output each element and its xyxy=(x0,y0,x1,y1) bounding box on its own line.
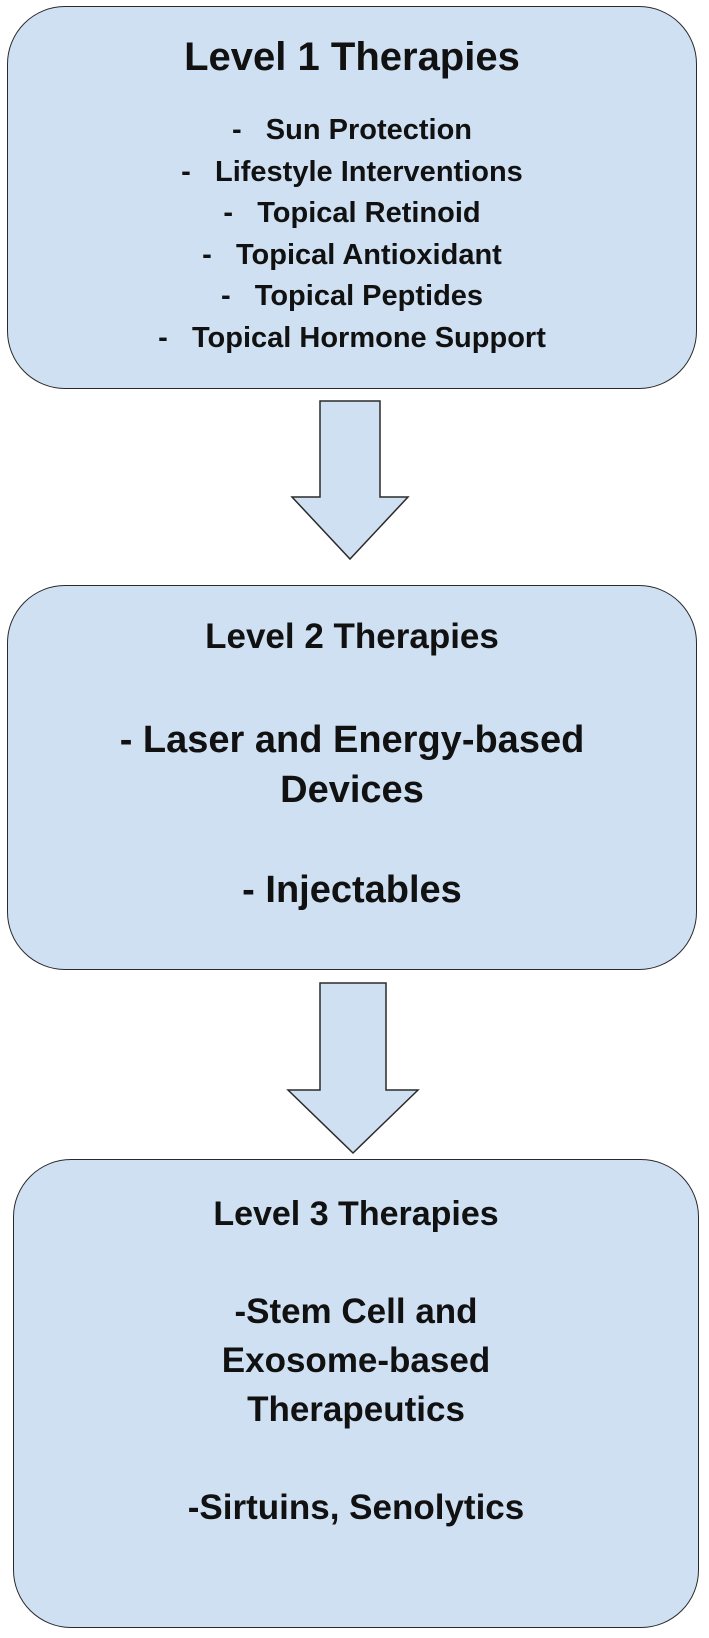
list-item-continuation: Devices xyxy=(280,769,424,811)
list-item-continuation: Therapeutics xyxy=(247,1390,465,1429)
list-item: - Laser and Energy-based xyxy=(119,719,585,761)
level-3-list: -Stem Cell and Exosome-based Therapeutic… xyxy=(14,1287,698,1532)
list-item: - Sun Protection xyxy=(231,114,473,146)
level-1-list: - Sun Protection - Lifestyle Interventio… xyxy=(8,110,696,359)
spacer xyxy=(8,815,696,865)
level-2-list: - Laser and Energy-based Devices - Injec… xyxy=(8,715,696,915)
level-1-box: Level 1 Therapies - Sun Protection - Lif… xyxy=(7,6,697,389)
level-1-title: Level 1 Therapies xyxy=(184,35,520,79)
list-item: - Topical Peptides xyxy=(220,280,484,312)
list-item: - Topical Antioxidant xyxy=(202,238,502,271)
list-item: - Topical Hormone Support xyxy=(158,321,546,354)
spacer xyxy=(14,1434,698,1483)
list-item: - Injectables xyxy=(242,869,462,911)
level-2-title: Level 2 Therapies xyxy=(205,617,499,656)
list-item: -Sirtuins, Senolytics xyxy=(187,1488,525,1527)
down-arrow-icon xyxy=(286,982,420,1155)
level-2-box: Level 2 Therapies - Laser and Energy-bas… xyxy=(7,585,697,970)
down-arrow-icon xyxy=(290,400,410,561)
list-item-continuation: Exosome-based xyxy=(221,1341,491,1380)
list-item: -Stem Cell and xyxy=(234,1292,478,1331)
level-3-title: Level 3 Therapies xyxy=(213,1195,499,1233)
list-item: - Lifestyle Interventions xyxy=(181,155,523,188)
list-item: - Topical Retinoid xyxy=(223,197,481,229)
level-3-box: Level 3 Therapies -Stem Cell and Exosome… xyxy=(13,1159,699,1628)
